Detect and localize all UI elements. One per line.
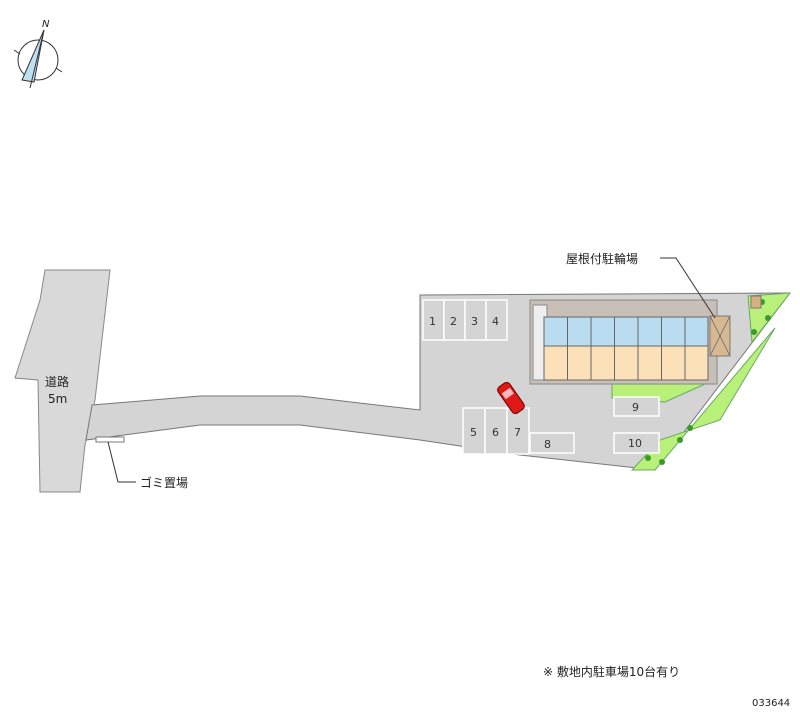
compass-icon: N xyxy=(13,19,63,89)
garbage-label: ゴミ置場 xyxy=(140,475,188,490)
parking-space-10: 10 xyxy=(628,437,642,450)
parking-row-top: 1 2 3 4 xyxy=(422,299,508,341)
parking-space-6: 6 xyxy=(492,426,499,439)
apartment-building xyxy=(529,299,718,385)
parking-note: ※ 敷地内駐車場10台有り xyxy=(543,664,680,679)
parking-space-2: 2 xyxy=(450,315,457,328)
covered-bike-shelter xyxy=(709,315,731,357)
parking-space-5: 5 xyxy=(470,426,477,439)
parking-space-3: 3 xyxy=(471,315,478,328)
garbage-area xyxy=(95,436,125,443)
parking-row-bottom: 5 6 7 8 xyxy=(462,407,575,455)
parking-space-8: 8 xyxy=(544,438,551,451)
compass-north-label: N xyxy=(42,19,50,30)
car-icon xyxy=(497,381,525,415)
parking-space-4: 4 xyxy=(492,315,499,328)
map-id: 033644 xyxy=(752,698,790,709)
road-width-label: 5m xyxy=(48,392,67,406)
bike-shelter-label: 屋根付駐輪場 xyxy=(566,251,638,266)
parking-space-1: 1 xyxy=(429,315,436,328)
parking-space-9: 9 xyxy=(632,401,639,414)
road-name-label: 道路 xyxy=(45,374,69,389)
parking-space-7: 7 xyxy=(514,426,521,439)
